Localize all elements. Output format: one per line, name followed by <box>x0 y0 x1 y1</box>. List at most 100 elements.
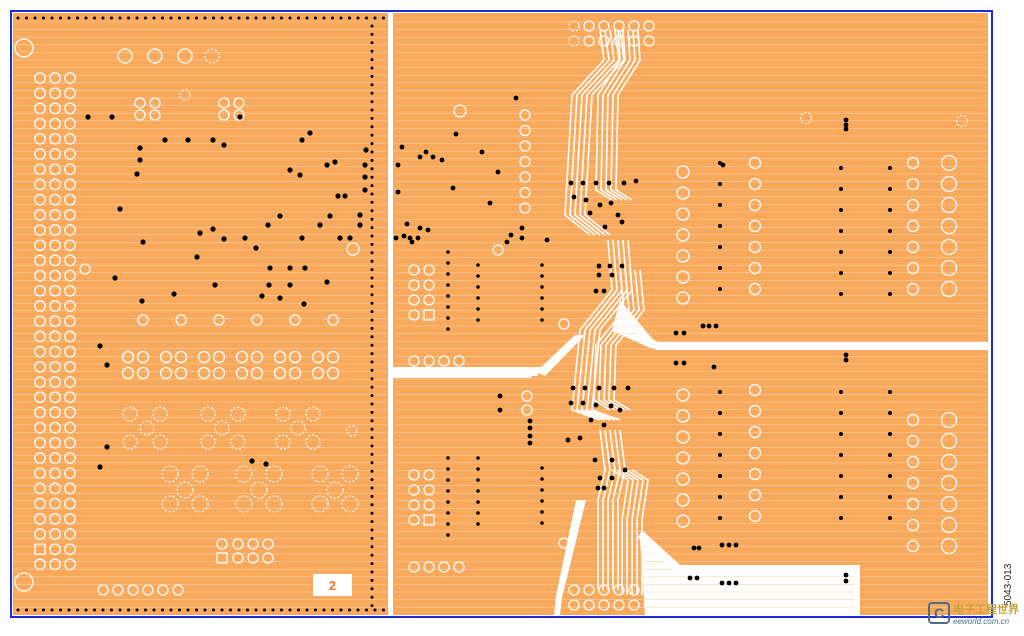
clearance-hole <box>214 420 230 436</box>
plated-hole <box>64 558 76 571</box>
plated-hole <box>49 300 61 312</box>
plated-hole <box>49 436 61 449</box>
via <box>370 293 374 297</box>
via <box>839 390 843 394</box>
plated-hole <box>748 509 762 523</box>
plated-hole <box>676 388 690 402</box>
via <box>93 608 96 612</box>
via <box>476 467 480 471</box>
via <box>370 150 374 154</box>
plated-hole <box>235 366 249 380</box>
via <box>373 16 377 20</box>
via <box>195 16 198 20</box>
plated-hole <box>49 497 61 510</box>
via <box>839 250 843 254</box>
signal-trace <box>597 429 606 590</box>
via <box>112 275 118 281</box>
plated-hole <box>49 132 61 145</box>
via <box>888 166 892 170</box>
via <box>446 533 450 537</box>
via <box>137 157 143 163</box>
plated-hole <box>326 366 340 380</box>
via <box>362 162 368 168</box>
plated-hole <box>676 493 690 507</box>
via <box>733 580 739 586</box>
plated-hole <box>49 330 61 343</box>
plated-hole <box>34 421 46 434</box>
via <box>888 453 892 457</box>
plated-hole <box>174 350 188 364</box>
plated-hole <box>628 599 640 611</box>
via <box>242 235 248 241</box>
plated-hole <box>49 163 61 176</box>
via <box>229 608 232 612</box>
plated-hole <box>232 538 244 550</box>
plated-hole <box>172 584 184 596</box>
via <box>84 608 88 612</box>
plated-hole <box>34 436 46 449</box>
plated-hole <box>212 366 226 380</box>
plated-hole <box>49 482 61 495</box>
plated-hole <box>408 561 420 573</box>
plated-hole <box>64 512 76 525</box>
via <box>888 432 892 436</box>
via <box>519 235 525 241</box>
via <box>370 276 374 280</box>
plated-hole <box>64 178 76 191</box>
plated-hole <box>218 109 230 121</box>
via <box>370 562 374 566</box>
via <box>370 284 374 288</box>
via <box>370 503 374 507</box>
plated-hole <box>34 497 46 510</box>
via <box>314 608 317 612</box>
via <box>59 16 62 20</box>
via <box>718 182 722 186</box>
via <box>370 58 374 62</box>
plated-hole <box>134 97 146 109</box>
plated-hole <box>628 584 640 596</box>
via <box>399 144 405 150</box>
via <box>611 385 617 391</box>
via <box>446 511 450 515</box>
plated-hole <box>34 132 46 145</box>
plated-hole <box>121 366 135 380</box>
via <box>540 296 544 300</box>
via <box>365 608 368 612</box>
via <box>446 500 450 504</box>
via <box>504 239 510 245</box>
via <box>127 608 130 612</box>
via <box>370 360 374 364</box>
via <box>839 495 843 499</box>
via <box>370 209 374 213</box>
clearance-hole <box>152 406 168 422</box>
plated-hole <box>34 452 46 464</box>
plated-hole <box>453 355 465 367</box>
via <box>220 608 224 612</box>
via <box>839 187 843 191</box>
plated-hole <box>64 330 76 343</box>
signal-trace <box>626 469 644 595</box>
plated-hole <box>250 350 264 364</box>
clearance-hole <box>305 434 321 450</box>
plated-hole <box>346 242 360 256</box>
via <box>540 318 544 322</box>
via <box>370 167 374 171</box>
plated-hole <box>34 512 46 525</box>
via <box>839 453 843 457</box>
via <box>596 272 602 278</box>
via <box>446 467 450 471</box>
via <box>373 608 377 612</box>
plated-hole <box>906 539 920 553</box>
via <box>305 608 309 612</box>
plated-hole <box>748 425 762 439</box>
via <box>332 159 338 165</box>
via <box>265 222 271 228</box>
plated-hole <box>197 366 211 380</box>
via <box>608 403 614 409</box>
plated-hole <box>748 240 762 254</box>
via <box>370 259 374 263</box>
plated-hole <box>676 270 690 284</box>
via <box>297 172 303 178</box>
via <box>237 608 241 612</box>
